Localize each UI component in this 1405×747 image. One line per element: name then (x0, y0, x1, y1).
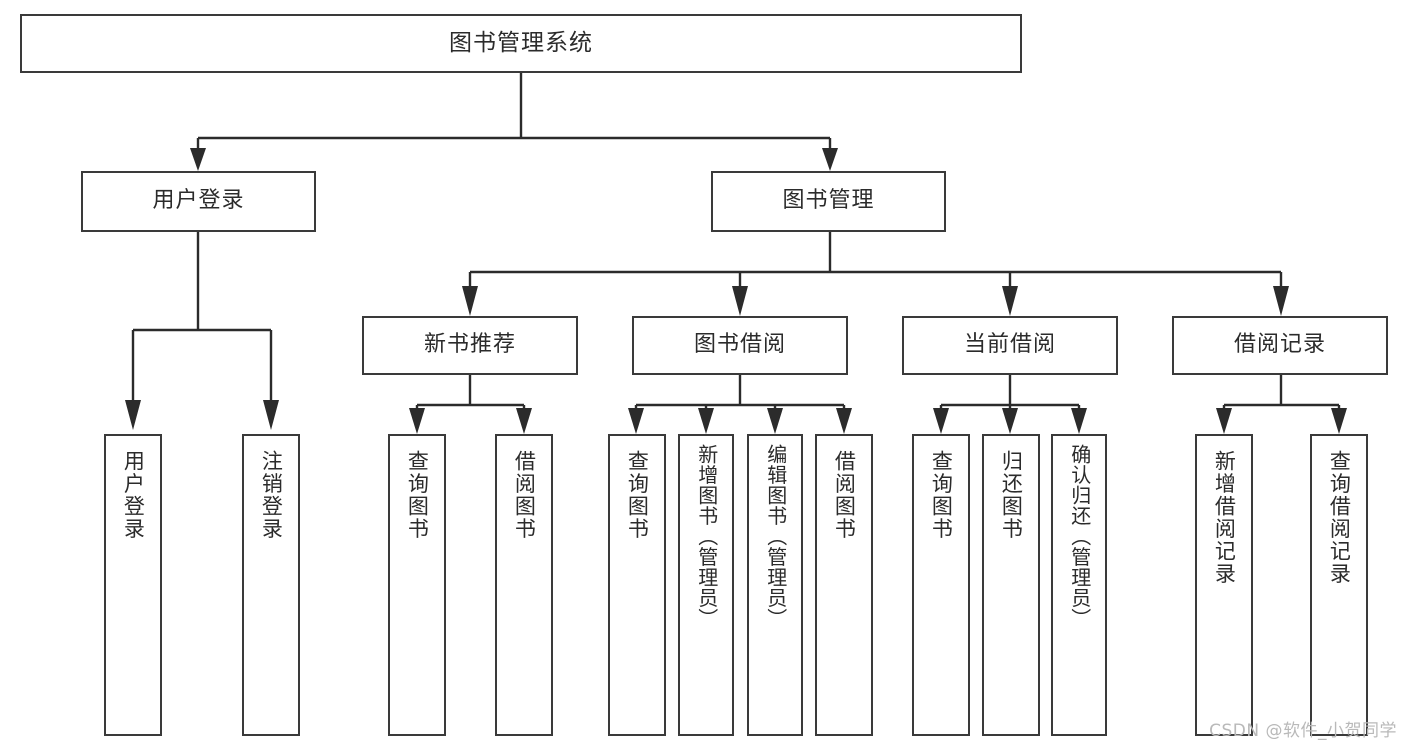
node-user-login[interactable]: 用户登录 (81, 171, 316, 232)
arrowhead-leaf-user-login (125, 400, 141, 430)
leaf-cb-return-book-label: 归还图书 (999, 450, 1024, 540)
node-book-management-label: 图书管理 (782, 188, 875, 214)
leaf-nb-borrow-book-label: 借阅图书 (512, 450, 537, 540)
leaf-logout[interactable]: 注销登录 (242, 434, 300, 736)
node-root-label: 图书管理系统 (449, 29, 593, 56)
arrowhead-leaf-logout (263, 400, 279, 430)
leaf-cb-confirm-return[interactable]: 确认归还（管理员） (1051, 434, 1107, 736)
node-root[interactable]: 图书管理系统 (20, 14, 1022, 73)
leaf-br-query-record[interactable]: 查询借阅记录 (1310, 434, 1368, 736)
node-borrow-records[interactable]: 借阅记录 (1172, 316, 1388, 375)
leaf-logout-label: 注销登录 (259, 450, 284, 540)
leaf-cb-query-book[interactable]: 查询图书 (912, 434, 970, 736)
arrowhead-borrow-records (1273, 286, 1289, 316)
leaf-bb-borrow-book[interactable]: 借阅图书 (815, 434, 873, 736)
leaf-cb-confirm-return-label: 确认归还（管理员） (1067, 444, 1092, 629)
leaf-br-query-record-label: 查询借阅记录 (1327, 450, 1352, 585)
arrowhead-cb-leaf-1 (933, 408, 949, 434)
node-new-book-recommend[interactable]: 新书推荐 (362, 316, 578, 375)
leaf-bb-add-book[interactable]: 新增图书（管理员） (678, 434, 734, 736)
arrowhead-bb-leaf-3 (767, 408, 783, 434)
leaf-nb-borrow-book[interactable]: 借阅图书 (495, 434, 553, 736)
arrowhead-nb-leaf-2 (516, 408, 532, 434)
leaf-cb-return-book[interactable]: 归还图书 (982, 434, 1040, 736)
arrowhead-bb-leaf-4 (836, 408, 852, 434)
arrowhead-book-mgmt (822, 148, 838, 171)
leaf-bb-borrow-book-label: 借阅图书 (832, 450, 857, 540)
node-book-management[interactable]: 图书管理 (711, 171, 946, 232)
leaf-bb-edit-book-label: 编辑图书（管理员） (763, 444, 788, 629)
arrowhead-bb-leaf-2 (698, 408, 714, 434)
leaf-br-add-record[interactable]: 新增借阅记录 (1195, 434, 1253, 736)
leaf-cb-query-book-label: 查询图书 (929, 450, 954, 540)
leaf-bb-query-book[interactable]: 查询图书 (608, 434, 666, 736)
node-current-borrow-label: 当前借阅 (963, 332, 1056, 358)
arrowhead-nb-leaf-1 (409, 408, 425, 434)
node-book-borrow[interactable]: 图书借阅 (632, 316, 848, 375)
arrowhead-cb-leaf-2 (1002, 408, 1018, 434)
arrowhead-br-leaf-2 (1331, 408, 1347, 434)
node-new-book-recommend-label: 新书推荐 (423, 332, 516, 358)
node-user-login-label: 用户登录 (152, 188, 245, 214)
csdn-watermark: CSDN @软件_小贺同学 (1209, 721, 1397, 741)
node-current-borrow[interactable]: 当前借阅 (902, 316, 1118, 375)
leaf-bb-query-book-label: 查询图书 (625, 450, 650, 540)
leaf-user-login[interactable]: 用户登录 (104, 434, 162, 736)
arrowhead-book-borrow (732, 286, 748, 316)
leaf-bb-add-book-label: 新增图书（管理员） (694, 444, 719, 629)
leaf-nb-query-book-label: 查询图书 (405, 450, 430, 540)
arrowhead-bb-leaf-1 (628, 408, 644, 434)
leaf-bb-edit-book[interactable]: 编辑图书（管理员） (747, 434, 803, 736)
node-borrow-records-label: 借阅记录 (1233, 332, 1326, 358)
arrowhead-new-book (462, 286, 478, 316)
node-book-borrow-label: 图书借阅 (693, 332, 786, 358)
leaf-br-add-record-label: 新增借阅记录 (1212, 450, 1237, 585)
leaf-nb-query-book[interactable]: 查询图书 (388, 434, 446, 736)
arrowhead-cb-leaf-3 (1071, 408, 1087, 434)
arrowhead-br-leaf-1 (1216, 408, 1232, 434)
leaf-user-login-label: 用户登录 (121, 450, 146, 540)
arrowhead-current-borrow (1002, 286, 1018, 316)
arrowhead-user-login (190, 148, 206, 171)
